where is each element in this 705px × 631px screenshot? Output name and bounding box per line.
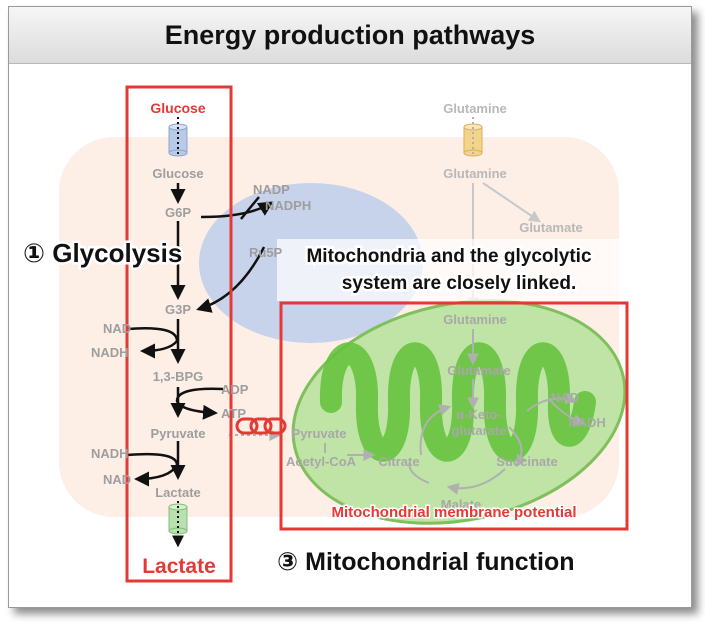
glycolysis-arrows <box>126 183 274 487</box>
akg-label-1: α-Keto- <box>456 407 502 422</box>
pathway-diagram: Glucose Glucose G6P G3P 1,3-BPG Pyruvate… <box>21 85 629 583</box>
glutamine-inside-label: Glutamine <box>443 166 507 181</box>
mito-function-heading: ③ Mitochondrial function <box>277 548 575 576</box>
akg-label-2: glutarate <box>452 423 507 438</box>
nadp-label: NADP <box>253 182 290 197</box>
lactate-inside-label: Lactate <box>155 485 201 500</box>
nadph-label: NADPH <box>265 198 311 213</box>
mito-glutamine-label: Glutamine <box>443 312 507 327</box>
nadh-label-1: NADH <box>91 345 129 360</box>
glucose-inside-label: Glucose <box>152 166 203 181</box>
lactate-transporter <box>168 503 188 535</box>
nad-label-2: NAD <box>103 472 131 487</box>
mito-glutamate-label: Glutamate <box>447 363 511 378</box>
mito-nadh-label: NADH <box>568 415 606 430</box>
glucose-outside-label: Glucose <box>150 100 205 116</box>
nad-label-1: NAD <box>103 321 131 336</box>
tca-cycle-arrows <box>229 329 586 495</box>
g3p-label: G3P <box>165 302 191 317</box>
membrane-potential-label: Mitochondrial membrane potential <box>331 504 576 521</box>
malate-label: Malate <box>441 497 481 512</box>
lactate-outside-label: Lactate <box>142 555 216 578</box>
callout-line-2: system are closely linked. <box>342 273 576 294</box>
acetyl-coa-label: Acetyl-CoA <box>286 454 357 469</box>
glycolysis-heading: ① Glycolysis <box>23 238 182 268</box>
mitochondrion <box>291 299 627 525</box>
figure-frame: Energy production pathways <box>8 6 692 608</box>
atp-label: ATP <box>221 406 246 421</box>
citrate-label: Citrate <box>378 454 419 469</box>
nadh-label-2: NADH <box>91 446 129 461</box>
ru5p-label: Ru5P <box>249 245 283 260</box>
mito-pyruvate-label: Pyruvate <box>292 426 347 441</box>
link-chain-icon <box>235 417 287 435</box>
glutamate-cyto-label: Glutamate <box>519 220 583 235</box>
glycolysis-box <box>125 85 233 583</box>
callout-line-1: Mitochondria and the glycolytic <box>306 246 591 267</box>
page-title: Energy production pathways <box>164 19 536 50</box>
g6p-label: G6P <box>165 205 191 220</box>
glutamine-outside-label: Glutamine <box>443 101 507 116</box>
succinate-label: Succinate <box>496 454 557 469</box>
adp-label: ADP <box>221 382 249 397</box>
mito-box <box>279 301 629 531</box>
callout-bg <box>277 239 627 301</box>
pyruvate-label: Pyruvate <box>151 426 206 441</box>
mito-nad-label: NAD <box>551 390 579 405</box>
bpg-label: 1,3-BPG <box>153 369 204 384</box>
glutamine-transporter <box>463 123 483 157</box>
title-bar: Energy production pathways <box>9 7 691 64</box>
